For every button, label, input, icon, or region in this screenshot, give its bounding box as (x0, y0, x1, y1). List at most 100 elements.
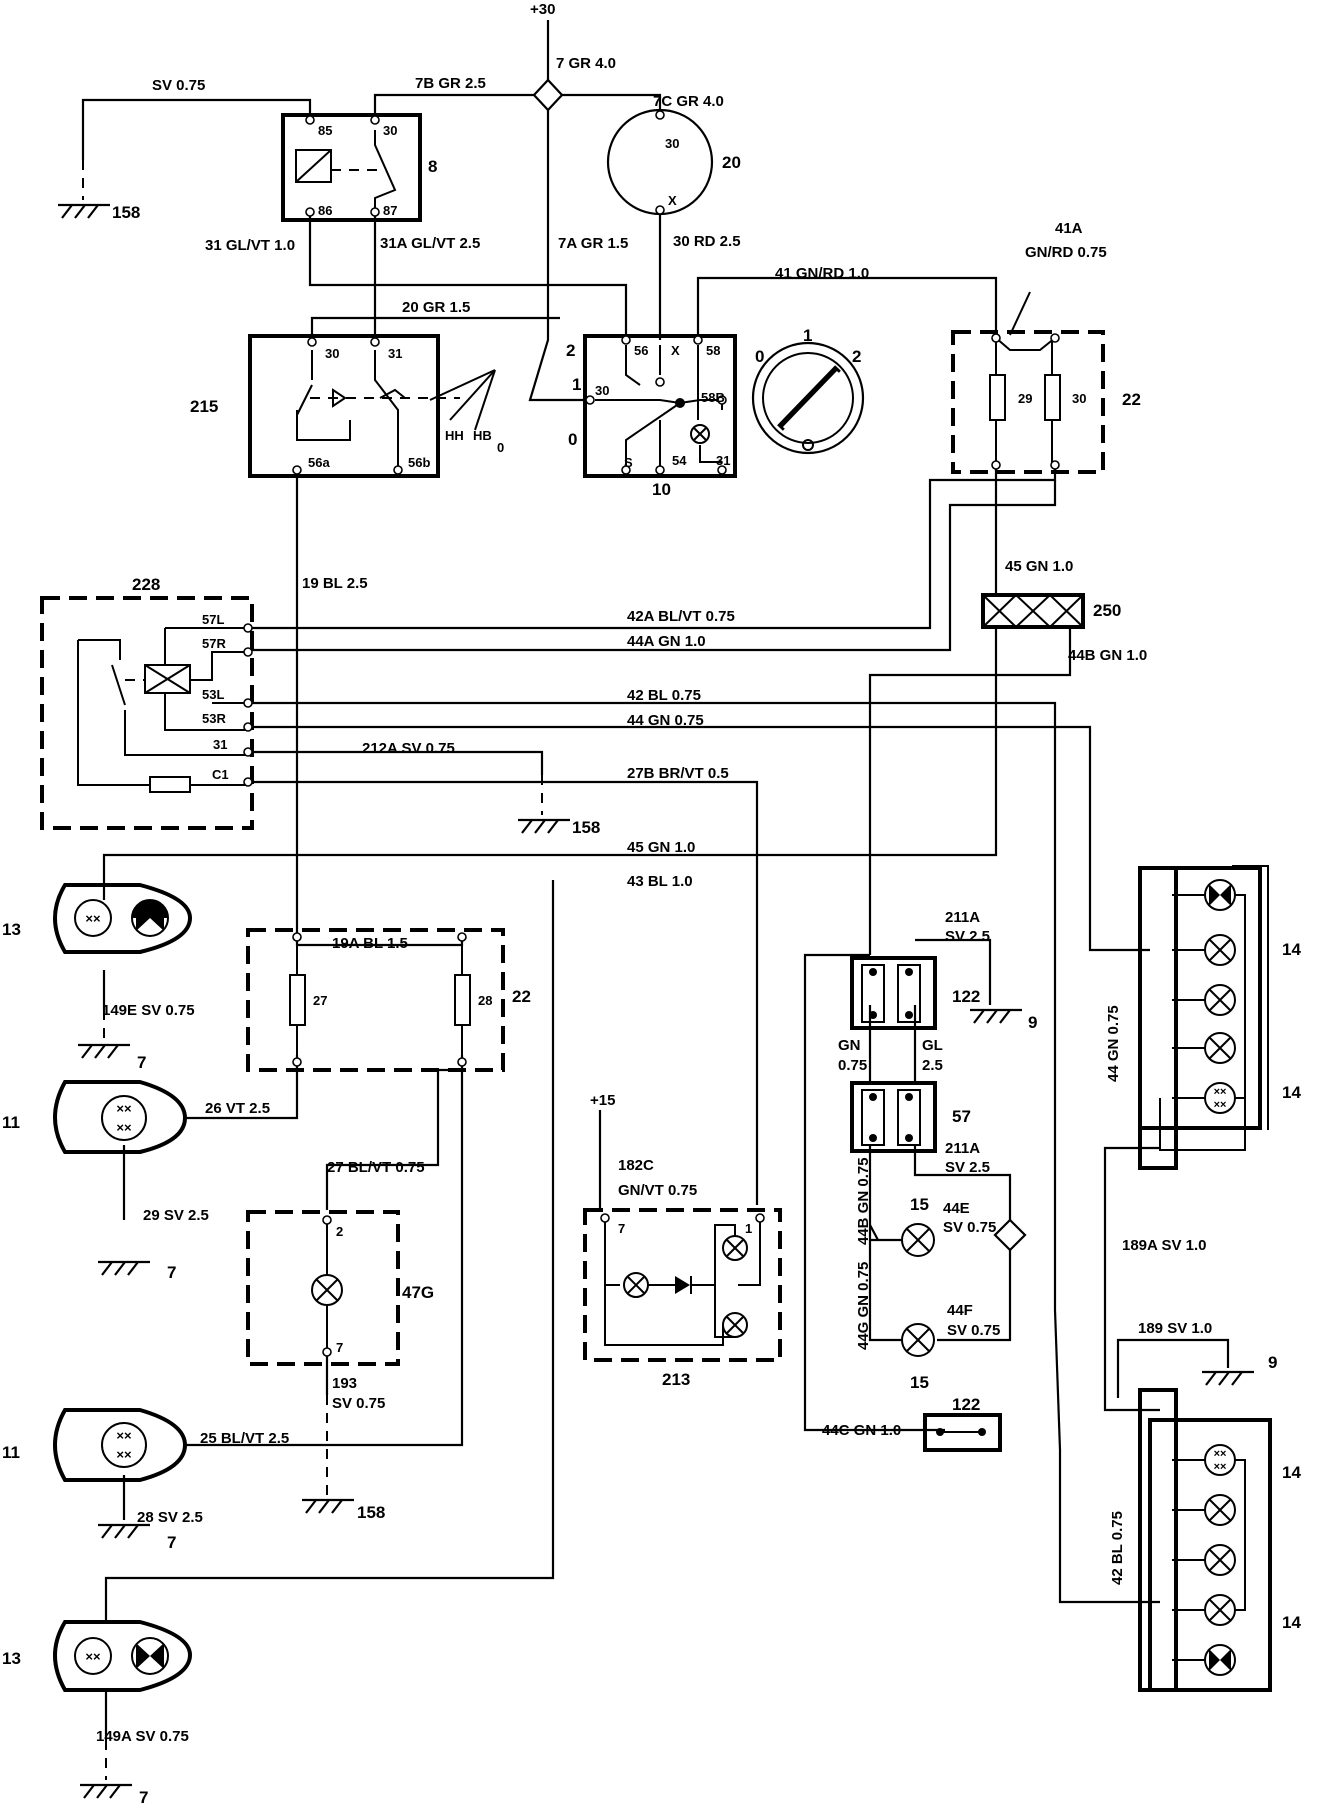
pin-label: 30 (595, 383, 609, 398)
wire-label: +15 (590, 1092, 615, 1109)
wire-label: 211A (945, 909, 980, 926)
wire-label: 27 BL/VT 0.75 (327, 1159, 425, 1176)
wire-label: 19A BL 1.5 (332, 935, 408, 952)
svg-text:××: ×× (116, 1428, 132, 1443)
wire-label: 44 GN 0.75 (1105, 1005, 1122, 1082)
svg-text:××: ×× (1214, 1099, 1227, 1111)
module-213 (583, 1208, 782, 1362)
switch-215 (248, 334, 496, 478)
pin-label: 30 (1072, 391, 1086, 406)
component-label: 122 (952, 987, 980, 1006)
wire-label: 28 SV 2.5 (137, 1509, 203, 1526)
pin-label: 53L (202, 687, 224, 702)
pin-label: 56a (308, 455, 330, 470)
pin-label: X (668, 193, 677, 208)
connector-57 (850, 1081, 937, 1153)
pin-label: 0 (755, 347, 764, 366)
pin-label: 54 (672, 453, 687, 468)
pin-label: X (671, 343, 680, 358)
pin-label: 0 (497, 440, 504, 455)
wire-label-group: +30 7 GR 4.0 7B GR 2.5 SV 0.75 7C GR 4.0… (96, 1, 1212, 1745)
component-label: 11 (2, 1113, 20, 1132)
component-label: 13 (2, 920, 21, 939)
svg-text:××: ×× (1214, 1086, 1227, 1098)
pin-label: 29 (1018, 391, 1032, 406)
pin-label: 2 (336, 1224, 343, 1239)
pin-label: 7 (618, 1221, 625, 1236)
wire-label: 44F (947, 1302, 973, 1319)
wire-label: 149A SV 0.75 (96, 1728, 189, 1745)
wire-label: 41 GN/RD 1.0 (775, 265, 869, 282)
wire-label: 44A GN 1.0 (627, 633, 706, 650)
wire-label: 189A SV 1.0 (1122, 1237, 1207, 1254)
component-label: 22 (512, 987, 531, 1006)
wire-label: GN/VT 0.75 (618, 1182, 697, 1199)
pin-label: 0 (568, 430, 577, 449)
wire-label: 26 VT 2.5 (205, 1100, 270, 1117)
wire-label: 42 BL 0.75 (1109, 1511, 1126, 1585)
pin-label: 56 (634, 343, 648, 358)
component-label: 20 (722, 153, 741, 172)
wire-label: 182C (618, 1157, 654, 1174)
fuse-box-22-upper (951, 291, 1105, 474)
component-label: 14 (1282, 1463, 1301, 1482)
component-label: 8 (428, 157, 437, 176)
wire-label: 27B BR/VT 0.5 (627, 765, 729, 782)
pin-label: HB (473, 428, 492, 443)
component-label: 158 (112, 203, 140, 222)
pin-label: C1 (212, 767, 229, 782)
wire-label: SV 2.5 (945, 928, 990, 945)
wire-label: 42 BL 0.75 (627, 687, 701, 704)
component-label: 7 (167, 1533, 176, 1552)
wire-label: 7C GR 4.0 (653, 93, 724, 110)
svg-text:××: ×× (85, 911, 101, 926)
wire-label: 19 BL 2.5 (302, 575, 368, 592)
wire-label: 29 SV 2.5 (143, 1207, 209, 1224)
svg-text:××: ×× (1214, 1448, 1227, 1460)
wire-label: 43 BL 1.0 (627, 873, 693, 890)
pin-label: 57L (202, 612, 224, 627)
svg-text:××: ×× (116, 1101, 132, 1116)
pin-label: 58 (706, 343, 720, 358)
component-label: 158 (572, 818, 600, 837)
wire-label: SV 0.75 (332, 1395, 385, 1412)
wire-label: 31 GL/VT 1.0 (205, 237, 295, 254)
lamp-15-lower (901, 1323, 935, 1357)
pin-label: 31 (716, 453, 730, 468)
lamp-13-upper: ×× (53, 883, 193, 954)
component-label: 7 (139, 1788, 148, 1804)
component-label: 22 (1122, 390, 1141, 409)
pin-label: 1 (745, 1221, 752, 1236)
wire-label: 0.75 (838, 1057, 867, 1074)
wire-label: 44G GN 0.75 (855, 1262, 872, 1350)
pin-label: 31 (213, 737, 227, 752)
wire-label: 44B GN 1.0 (1068, 647, 1147, 664)
pin-label: 30 (383, 123, 397, 138)
wire-label: 211A (945, 1140, 980, 1157)
pin-label: 85 (318, 123, 332, 138)
pin-label: 2 (566, 341, 575, 360)
wire-label: GL (922, 1037, 943, 1054)
wire-label: 44B GN 0.75 (855, 1157, 872, 1245)
svg-text:××: ×× (85, 1649, 101, 1664)
wire-label: 44E (943, 1200, 970, 1217)
pin-label: HH (445, 428, 464, 443)
wires (81, 20, 1230, 1780)
pin-label: 7 (336, 1340, 343, 1355)
pin-label: 28 (478, 993, 492, 1008)
component-label: 7 (167, 1263, 176, 1282)
wire-label: 44 GN 0.75 (627, 712, 704, 729)
relay-8 (281, 113, 422, 222)
svg-text:××: ×× (1214, 1461, 1227, 1473)
pin-label: 30 (665, 136, 679, 151)
component-label: 10 (652, 480, 671, 499)
pin-label: 2 (852, 347, 861, 366)
wire-label: 193 (332, 1375, 357, 1392)
pin-label: 56b (408, 455, 430, 470)
wire-label: 7B GR 2.5 (415, 75, 486, 92)
relay-228 (40, 596, 254, 830)
component-label: 215 (190, 397, 218, 416)
component-label: 13 (2, 1649, 21, 1668)
wire-label: 44C GN 1.0 (822, 1422, 901, 1439)
component-label: 158 (357, 1503, 385, 1522)
